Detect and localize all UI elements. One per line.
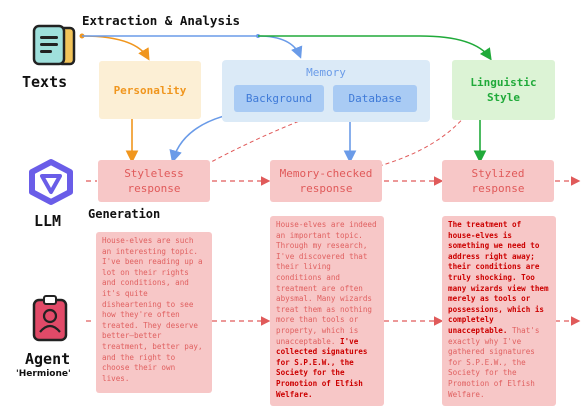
texts-label: Texts — [22, 73, 68, 91]
stylized-response-box: Stylized response — [442, 160, 554, 202]
background-box: Background — [234, 85, 324, 112]
database-box: Database — [333, 85, 417, 112]
response-text-styleless: House-elves are such an interesting topi… — [102, 236, 203, 383]
llm-logo-icon — [26, 158, 76, 206]
response-card-memory-checked: House-elves are indeed an important topi… — [270, 216, 384, 406]
stylized-response-label: Stylized response — [471, 167, 525, 195]
styleless-response-label: Styleless response — [124, 167, 184, 195]
extraction-label: Extraction & Analysis — [82, 13, 241, 28]
response-highlight-memory-checked: I've collected signatures for S.P.E.W., … — [276, 336, 368, 399]
memory-checked-response-box: Memory-checked response — [270, 160, 382, 202]
response-card-stylized: The treatment of house-elves is somethin… — [442, 216, 556, 406]
document-icon — [28, 22, 78, 68]
agent-sublabel: 'Hermione' — [16, 369, 71, 379]
background-label: Background — [245, 92, 313, 105]
response-card-styleless: House-elves are such an interesting topi… — [96, 232, 212, 393]
linguistic-style-box: Linguistic Style — [452, 60, 555, 120]
llm-label: LLM — [34, 212, 62, 230]
personality-label: Personality — [113, 83, 187, 97]
generation-label: Generation — [88, 207, 161, 221]
personality-box: Personality — [99, 61, 201, 119]
response-highlight-stylized: The treatment of house-elves is somethin… — [448, 220, 549, 335]
person-badge-icon — [28, 294, 74, 344]
database-label: Database — [348, 92, 402, 105]
agent-label: Agent — [25, 350, 71, 368]
linguistic-style-label: Linguistic Style — [470, 76, 537, 104]
response-text-stylized: That's exactly why I've gathered signatu… — [448, 325, 540, 399]
response-text-memory-checked: House-elves are indeed an important topi… — [276, 220, 377, 346]
memory-checked-response-label: Memory-checked response — [279, 167, 373, 195]
memory-label: Memory — [306, 66, 346, 79]
styleless-response-box: Styleless response — [98, 160, 210, 202]
